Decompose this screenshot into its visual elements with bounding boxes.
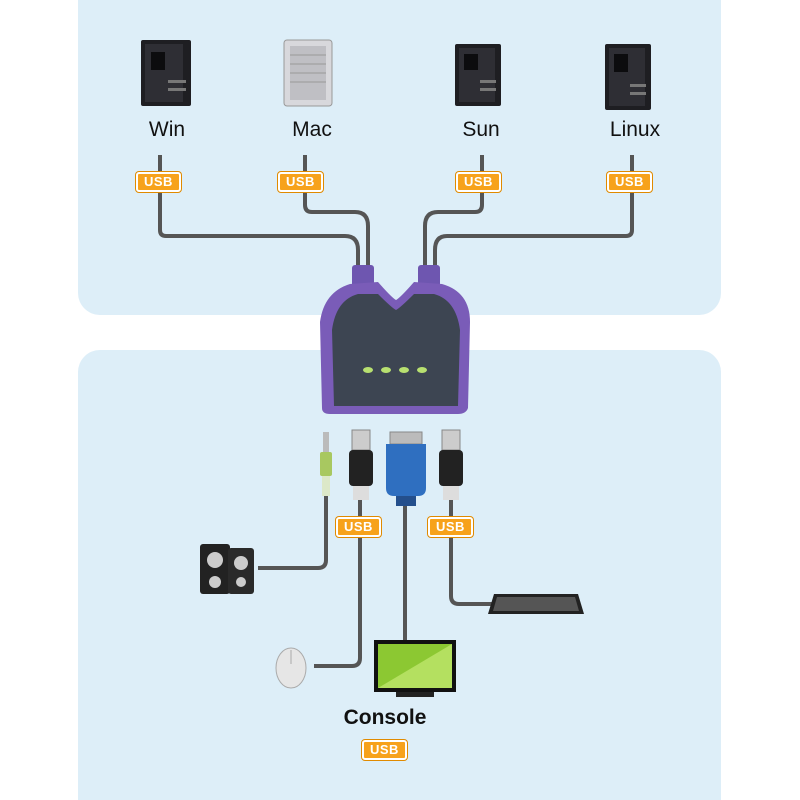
usb-plug-icon <box>349 429 373 500</box>
usb-badge: USB <box>428 517 473 537</box>
sun-tower-icon <box>455 44 501 106</box>
console-panel <box>78 350 721 800</box>
console-cables <box>258 495 495 668</box>
speakers-icon <box>200 544 254 594</box>
vga-connector-icon <box>386 431 426 506</box>
usb-badge: USB <box>607 172 652 192</box>
computer-cables <box>158 155 634 285</box>
monitor-icon <box>374 640 456 697</box>
computer-label-win: Win <box>148 118 186 141</box>
usb-badge: USB <box>336 517 381 537</box>
win-tower-icon <box>141 40 191 106</box>
computer-label-sun: Sun <box>462 118 500 141</box>
computer-label-mac: Mac <box>292 118 332 141</box>
usb-badge: USB <box>136 172 181 192</box>
usb-badge: USB <box>362 740 407 760</box>
computer-label-linux: Linux <box>609 118 661 141</box>
kvm-switch <box>320 282 470 414</box>
console-label: Console <box>343 706 427 729</box>
usb-badge: USB <box>456 172 501 192</box>
linux-tower-icon <box>605 44 651 110</box>
usb-badge: USB <box>278 172 323 192</box>
mouse-icon <box>275 647 307 689</box>
audio-jack-icon <box>320 432 332 496</box>
mac-tower-icon <box>283 39 333 107</box>
usb-plug-icon <box>439 429 463 500</box>
keyboard-icon <box>488 594 584 614</box>
